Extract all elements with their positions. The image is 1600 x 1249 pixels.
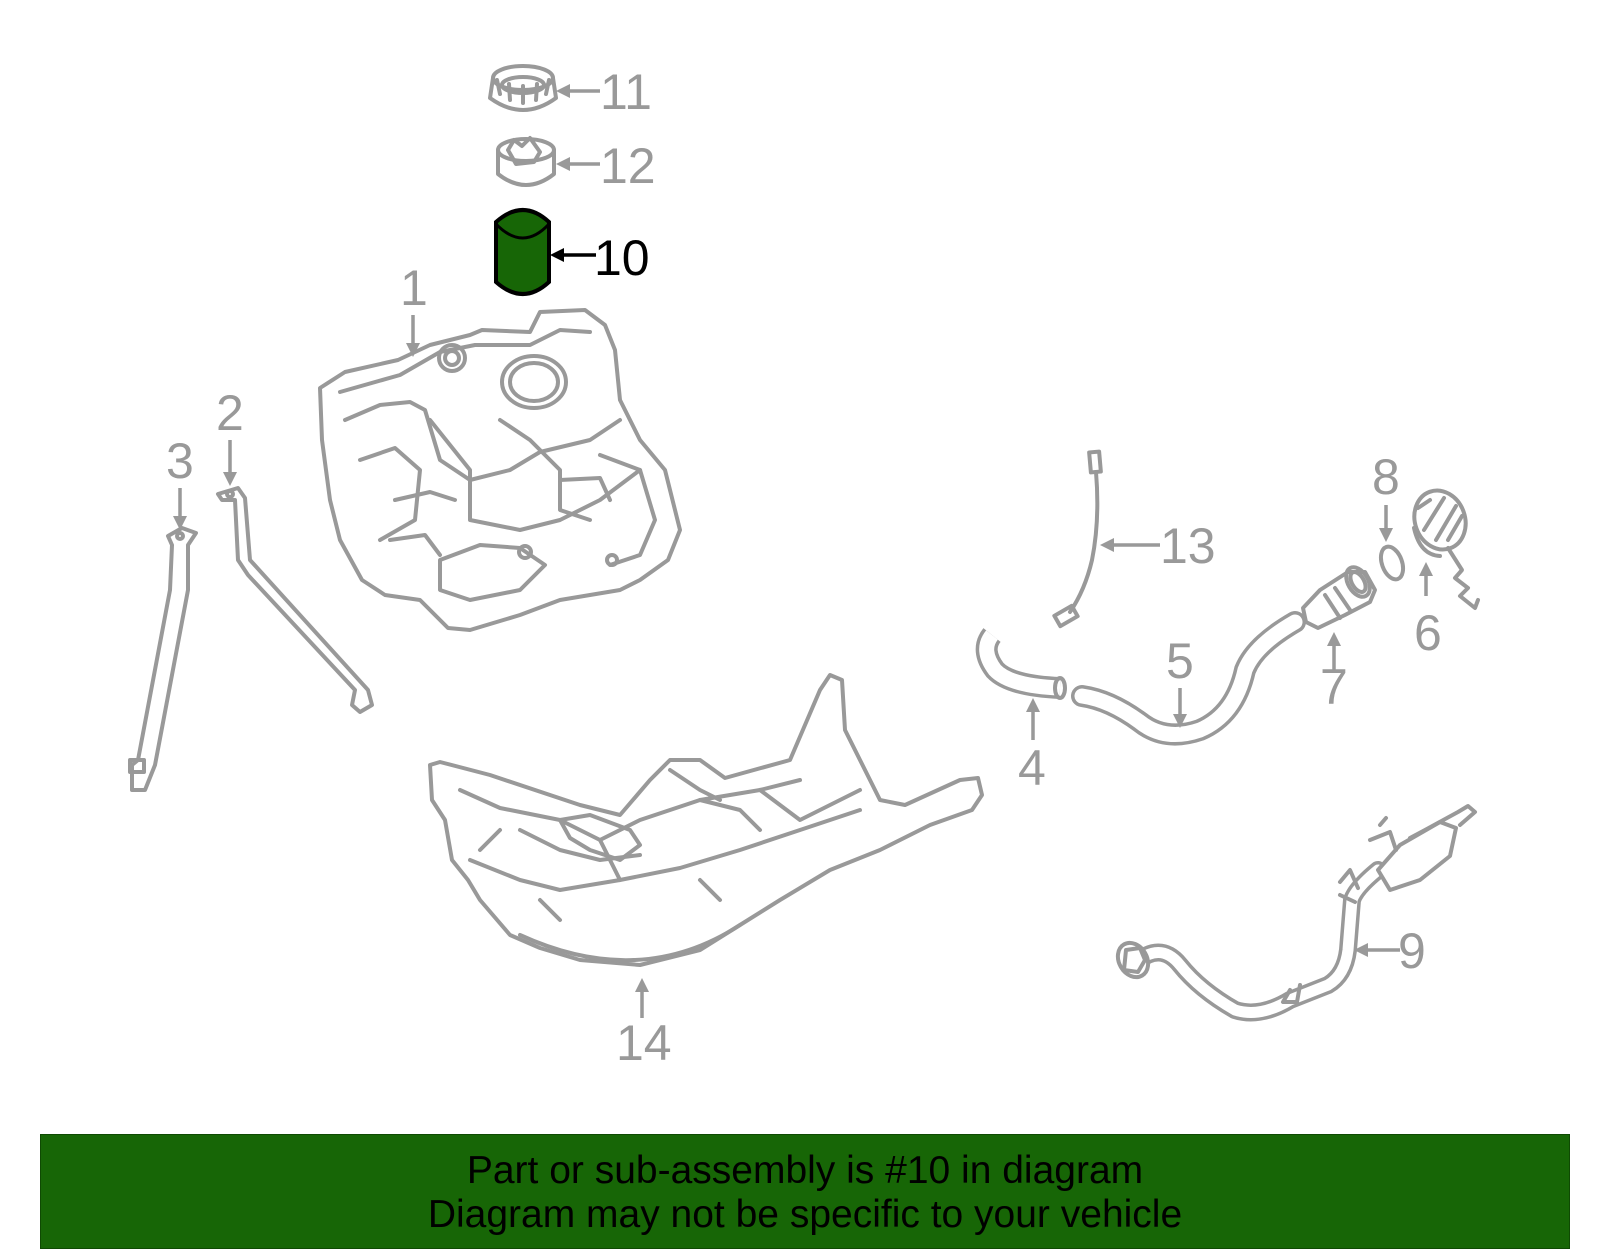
banner-part-note: Part or sub-assembly is #10 in diagram — [466, 1149, 1144, 1192]
info-banner: Part or sub-assembly is #10 in diagram D… — [40, 1134, 1570, 1249]
part-2-tank-strap[interactable] — [216, 486, 374, 714]
callout-1: 1 — [400, 260, 428, 316]
callout-11: 11 — [600, 64, 652, 120]
part-9-vent-tube[interactable] — [1112, 804, 1477, 1022]
callout-6-arrowhead — [1419, 562, 1433, 576]
callout-10-arrowhead — [550, 248, 564, 262]
parts-diagram: 11 12 10 1 2 — [128, 64, 1480, 1071]
callout-9-arrowhead — [1354, 943, 1368, 957]
part-5-filler-tube[interactable] — [1071, 611, 1306, 746]
part-11-lock-ring[interactable] — [488, 64, 558, 112]
callout-14-arrowhead — [635, 978, 649, 992]
part-13-sender-wire[interactable] — [1052, 449, 1103, 629]
callout-8-arrowhead — [1379, 528, 1393, 542]
callout-3-arrowhead — [173, 516, 187, 530]
callout-2: 2 — [216, 385, 244, 441]
callout-5-arrowhead — [1173, 714, 1187, 728]
part-4-hose[interactable] — [975, 628, 1067, 700]
callout-1-arrowhead — [406, 343, 420, 357]
banner-disclaimer: Diagram may not be specific to your vehi… — [427, 1193, 1183, 1236]
callout-2-arrowhead — [223, 472, 237, 486]
part-12-seal[interactable] — [496, 136, 556, 187]
callout-11-arrowhead — [556, 84, 570, 98]
part-6-fuel-cap[interactable] — [1406, 483, 1480, 610]
callout-4: 4 — [1018, 740, 1046, 796]
callout-3: 3 — [166, 433, 194, 489]
callout-13-arrowhead — [1100, 538, 1114, 552]
callout-13: 13 — [1160, 518, 1216, 574]
callout-6: 6 — [1414, 605, 1442, 661]
callout-8: 8 — [1372, 449, 1400, 505]
part-7-filler-neck[interactable] — [1301, 563, 1377, 630]
callout-10: 10 — [594, 230, 650, 286]
callout-14: 14 — [616, 1015, 672, 1071]
part-3-tank-strap[interactable] — [128, 526, 198, 792]
callout-5: 5 — [1166, 633, 1194, 689]
part-14-heat-shield[interactable] — [428, 673, 984, 967]
callout-7: 7 — [1320, 659, 1348, 715]
part-10-fuel-filter[interactable] — [494, 208, 551, 296]
part-8-o-ring[interactable] — [1377, 544, 1407, 583]
callout-4-arrowhead — [1026, 698, 1040, 712]
callout-9: 9 — [1398, 923, 1426, 979]
callout-12: 12 — [600, 138, 656, 194]
part-1-fuel-tank[interactable] — [318, 308, 682, 632]
callout-12-arrowhead — [556, 157, 570, 171]
callout-7-arrowhead — [1327, 632, 1341, 646]
